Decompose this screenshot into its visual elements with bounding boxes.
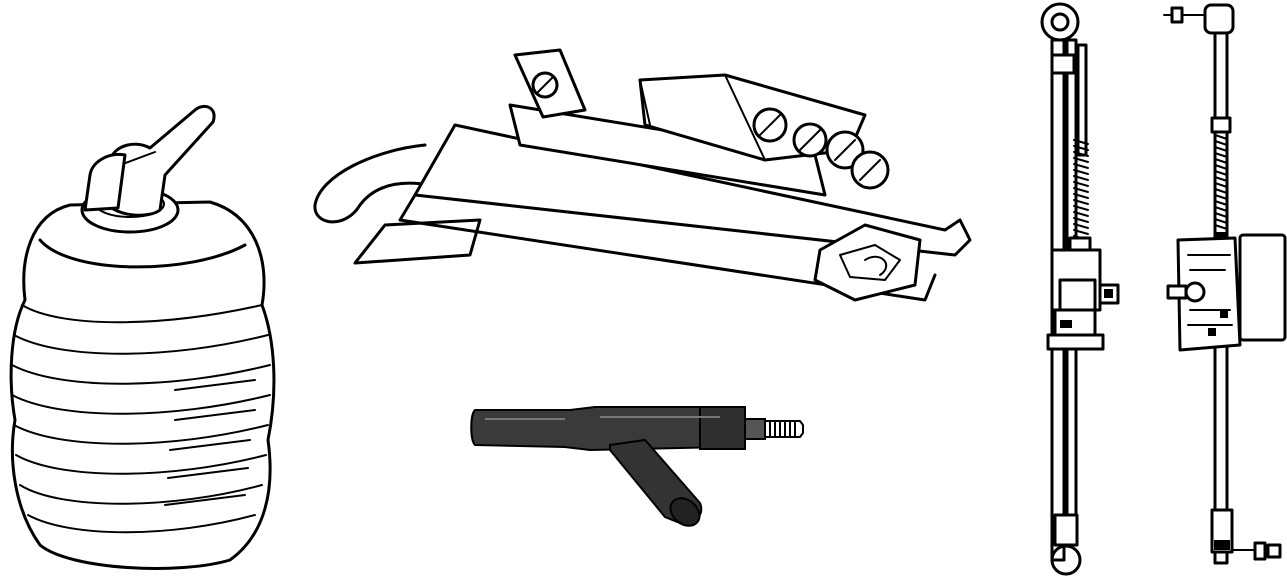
spring-rod-assembly-front-icon bbox=[1040, 2, 1120, 576]
spring-clip-fixture-icon bbox=[313, 48, 972, 302]
bellows-bulb-icon bbox=[9, 105, 276, 570]
y-connector-nozzle-icon bbox=[470, 406, 804, 527]
spring-rod-assembly-side-icon bbox=[1163, 3, 1287, 565]
